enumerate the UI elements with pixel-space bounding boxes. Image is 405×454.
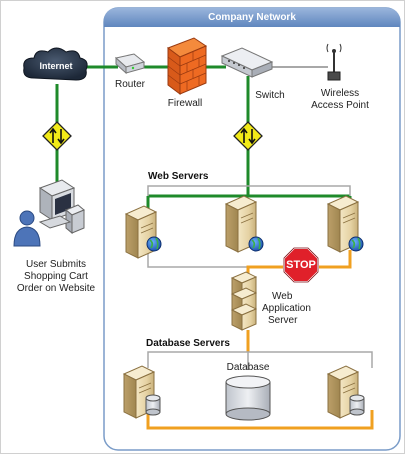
database-label: Database — [226, 362, 270, 373]
server-icon — [224, 195, 258, 253]
cloud-icon — [23, 47, 88, 81]
app-server-label: Web Application Server — [262, 291, 311, 326]
company-network-title-bar — [104, 8, 400, 27]
server-icon — [230, 271, 258, 331]
company-network-title: Company Network — [208, 12, 296, 23]
router-icon — [114, 53, 146, 75]
wireless-antenna-icon — [326, 43, 342, 81]
internet-label: Internet — [39, 61, 73, 71]
warning-sign-icon — [233, 121, 263, 151]
globe-icon — [146, 236, 162, 252]
database-servers-heading: Database Servers — [146, 338, 230, 349]
database-icon — [349, 394, 365, 416]
db-bus-orange — [146, 410, 374, 430]
database-icon — [145, 394, 161, 416]
db-bus-gray — [147, 351, 373, 368]
globe-icon — [348, 236, 364, 252]
globe-icon — [248, 236, 264, 252]
database-icon — [225, 375, 271, 421]
web-servers-heading: Web Servers — [148, 171, 209, 182]
warning-sign-icon — [42, 121, 72, 151]
server-icon — [326, 195, 360, 253]
firewall-label: Firewall — [167, 98, 203, 109]
user-computer-icon — [13, 179, 85, 247]
switch-icon — [220, 47, 274, 78]
switch-label: Switch — [255, 90, 285, 101]
stop-label: STOP — [286, 259, 316, 271]
stop-sign-icon — [283, 247, 319, 283]
firewall-icon — [166, 37, 208, 95]
router-label: Router — [114, 79, 145, 90]
web-bus-gray — [147, 250, 248, 268]
wireless-label: Wireless Access Point — [311, 88, 369, 111]
user-label: User Submits Shopping Cart Order on Webs… — [16, 259, 96, 294]
